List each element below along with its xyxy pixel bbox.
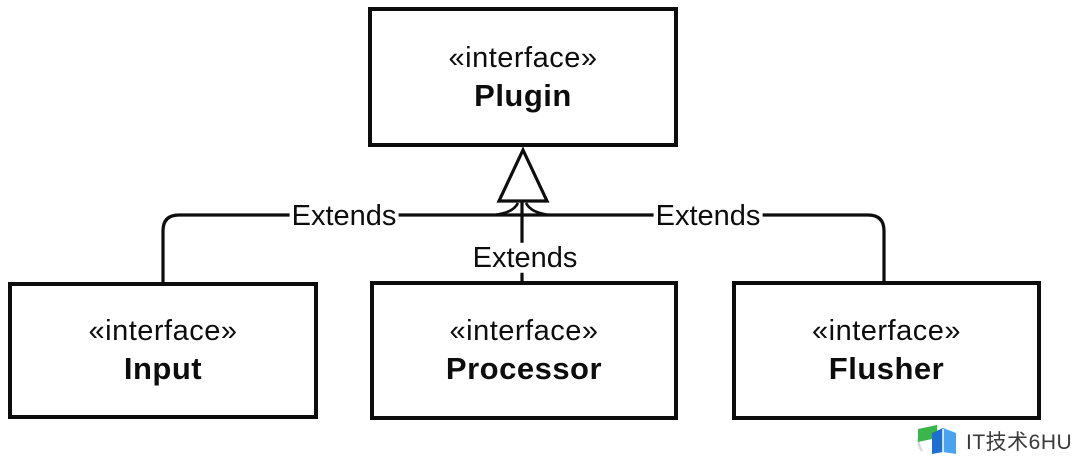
interface-name: Processor	[445, 351, 603, 386]
edge-label-extends-processor: Extends	[470, 241, 580, 274]
stereotype-label: «interface»	[449, 315, 599, 347]
node-interface-flusher: «interface» Flusher	[732, 281, 1041, 420]
node-interface-processor: «interface» Processor	[370, 281, 678, 420]
watermark-text: IT技术6HU	[966, 431, 1073, 454]
stereotype-label: «interface»	[88, 315, 238, 347]
node-interface-plugin: «interface» Plugin	[368, 7, 678, 147]
edge-label-extends-input: Extends	[289, 199, 399, 232]
inheritance-triangle-icon	[496, 146, 550, 203]
6hu-logo-icon	[917, 425, 956, 454]
node-interface-input: «interface» Input	[8, 282, 318, 419]
interface-name: Flusher	[828, 351, 945, 386]
interface-name: Input	[123, 351, 203, 386]
interface-name: Plugin	[474, 77, 572, 113]
stereotype-label: «interface»	[812, 315, 961, 347]
edge-merge-curves	[493, 202, 551, 217]
stereotype-label: «interface»	[448, 41, 598, 74]
watermark: IT技术6HU	[912, 424, 1072, 458]
edge-label-extends-flusher: Extends	[653, 199, 763, 232]
